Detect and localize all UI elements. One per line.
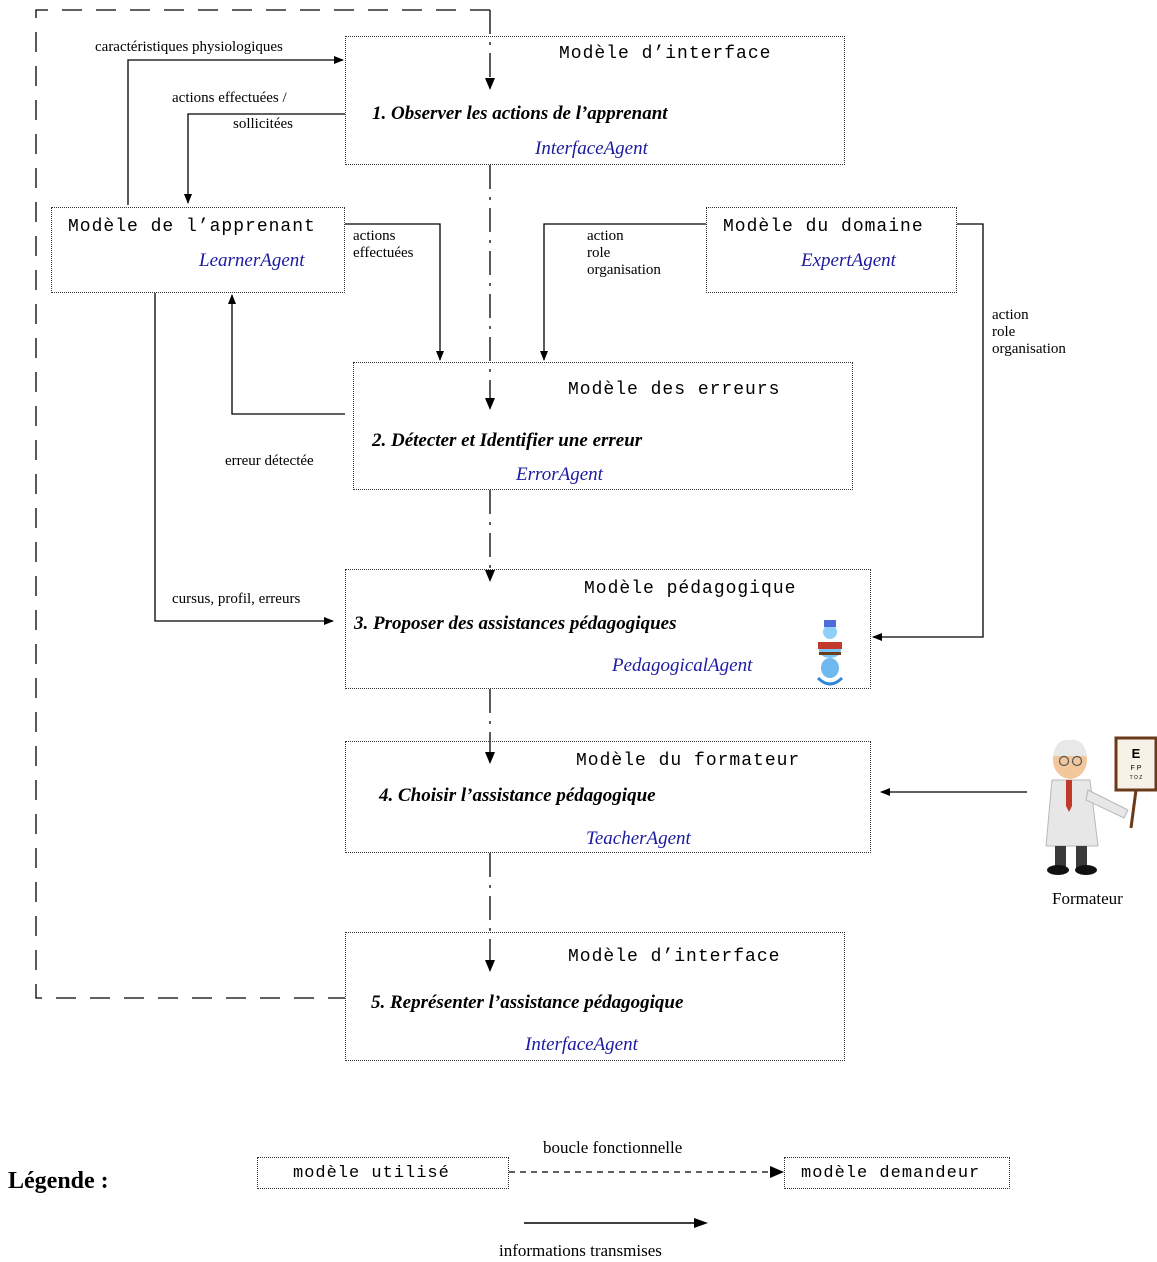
agent-name: LearnerAgent xyxy=(199,250,305,271)
legend-used-model-box: modèle utilisé xyxy=(257,1157,509,1189)
interface-model-box-top: Modèle d’interface 1. Observer les actio… xyxy=(345,36,845,165)
label-formateur: Formateur xyxy=(1052,889,1123,908)
label-actions-2: effectuées xyxy=(353,245,414,261)
svg-text:E: E xyxy=(1132,746,1141,761)
legend-used-model-label: modèle utilisé xyxy=(293,1164,450,1183)
legend-info-arrow xyxy=(524,1218,708,1228)
label-domain-error-1: action xyxy=(587,228,624,244)
legend-requesting-model-box: modèle demandeur xyxy=(784,1157,1010,1189)
legend-requesting-model-label: modèle demandeur xyxy=(801,1164,981,1183)
agent-name: InterfaceAgent xyxy=(525,1034,638,1055)
label-cursus: cursus, profil, erreurs xyxy=(172,591,301,607)
legend-loop-arrowhead xyxy=(770,1166,784,1178)
agent-name: InterfaceAgent xyxy=(535,138,648,159)
model-title: Modèle de l’apprenant xyxy=(68,217,316,237)
label-error-detected: erreur détectée xyxy=(225,453,314,469)
teacher-model-box: Modèle du formateur 4. Choisir l’assista… xyxy=(345,741,871,853)
legend-loop-label: boucle fonctionnelle xyxy=(543,1138,683,1157)
pedagogical-model-box: Modèle pédagogique 3. Proposer des assis… xyxy=(345,569,871,689)
step-title: 4. Choisir l’assistance pédagogique xyxy=(379,785,656,806)
legend-title: Légende : xyxy=(8,1168,109,1194)
label-domain-peda-3: organisation xyxy=(992,341,1066,357)
model-title: Modèle du domaine xyxy=(723,217,924,237)
domain-model-box: Modèle du domaine ExpertAgent xyxy=(706,207,957,293)
step-title: 3. Proposer des assistances pédagogiques xyxy=(354,613,677,634)
label-domain-error-2: role xyxy=(587,245,611,261)
agent-name: PedagogicalAgent xyxy=(612,655,753,676)
genie-agent-icon xyxy=(816,620,844,686)
label-domain-peda-2: role xyxy=(992,324,1016,340)
error-model-box: Modèle des erreurs 2. Détecter et Identi… xyxy=(353,362,853,490)
learner-model-box: Modèle de l’apprenant LearnerAgent xyxy=(51,207,345,293)
label-actions-performed-2: sollicitées xyxy=(233,116,293,132)
label-actions-performed-1: actions effectuées / xyxy=(172,90,287,106)
model-title: Modèle des erreurs xyxy=(568,380,781,400)
label-physiological: caractéristiques physiologiques xyxy=(95,39,283,55)
model-title: Modèle du formateur xyxy=(576,751,801,771)
model-title: Modèle pédagogique xyxy=(584,579,797,599)
model-title: Modèle d’interface xyxy=(559,44,772,64)
agent-name: TeacherAgent xyxy=(586,828,691,849)
svg-text:F P: F P xyxy=(1131,765,1142,772)
step-title: 2. Détecter et Identifier une erreur xyxy=(372,430,643,451)
info-arrows xyxy=(127,56,1027,796)
step-title: 1. Observer les actions de l’apprenant xyxy=(372,103,668,124)
label-actions-1: actions xyxy=(353,228,396,244)
svg-text:T O Z: T O Z xyxy=(1130,775,1143,781)
interface-model-box-bottom: Modèle d’interface 5. Représenter l’assi… xyxy=(345,932,845,1061)
legend-info-label: informations transmises xyxy=(499,1241,662,1260)
model-title: Modèle d’interface xyxy=(568,947,781,967)
agent-name: ExpertAgent xyxy=(801,250,896,271)
functional-flow-arrowheads xyxy=(485,78,495,972)
step-title: 5. Représenter l’assistance pédagogique xyxy=(371,992,684,1013)
label-domain-error-3: organisation xyxy=(587,262,661,278)
formateur-figure: E F P T O Z xyxy=(1045,736,1157,875)
agent-name: ErrorAgent xyxy=(516,464,603,485)
label-domain-peda-1: action xyxy=(992,307,1029,323)
